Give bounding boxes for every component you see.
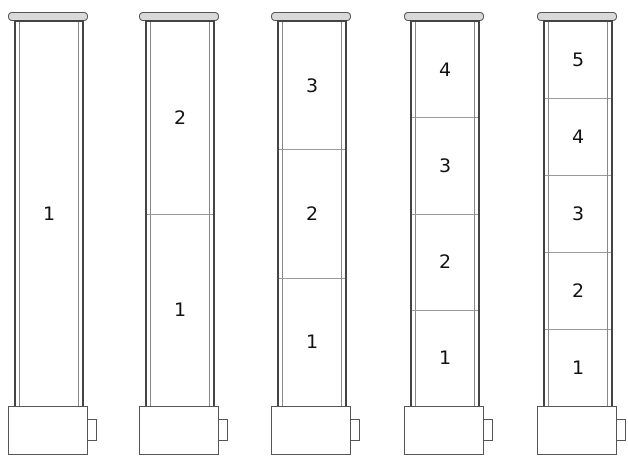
base-knob [351, 419, 360, 441]
column-tube: 1 [14, 20, 84, 408]
segment: 2 [545, 252, 611, 329]
segment-label: 1 [572, 357, 584, 379]
segment-label: 4 [572, 126, 584, 148]
base-knob [219, 419, 228, 441]
column-tube: 3 2 1 [277, 20, 347, 408]
base-knob [617, 419, 626, 441]
base-knob [88, 419, 97, 441]
segment-label: 1 [306, 331, 318, 353]
segment-label: 2 [174, 107, 186, 129]
segment-label: 1 [43, 203, 55, 225]
segment-label: 3 [439, 155, 451, 177]
base-knob [484, 419, 493, 441]
column-tube: 2 1 [145, 20, 215, 408]
segment: 3 [279, 22, 345, 149]
segment-label: 2 [439, 251, 451, 273]
segment-label: 3 [572, 203, 584, 225]
column-tube: 5 4 3 2 1 [543, 20, 613, 408]
segment: 5 [545, 22, 611, 98]
segment-label: 4 [439, 59, 451, 81]
segment: 2 [279, 149, 345, 277]
column-base [537, 406, 617, 455]
segment: 4 [412, 22, 478, 117]
segment: 2 [147, 22, 213, 214]
segment: 3 [412, 117, 478, 213]
column-base [8, 406, 88, 455]
column-base [404, 406, 484, 455]
segment: 1 [279, 278, 345, 406]
segment-label: 1 [439, 347, 451, 369]
segment-label: 2 [306, 203, 318, 225]
column-4: 4 3 2 1 [404, 0, 504, 457]
column-2: 2 1 [139, 0, 239, 457]
segment: 1 [412, 310, 478, 406]
segment: 2 [412, 214, 478, 310]
column-tube: 4 3 2 1 [410, 20, 480, 408]
segment: 1 [545, 329, 611, 406]
segment-label: 3 [306, 75, 318, 97]
segment: 1 [16, 22, 82, 406]
column-1: 1 [8, 0, 108, 457]
segment: 4 [545, 98, 611, 175]
segment-label: 1 [174, 299, 186, 321]
column-base [139, 406, 219, 455]
segment-label: 2 [572, 280, 584, 302]
segment: 1 [147, 214, 213, 407]
column-3: 3 2 1 [271, 0, 371, 457]
segment: 3 [545, 175, 611, 252]
segment-label: 5 [572, 49, 584, 71]
column-base [271, 406, 351, 455]
column-5: 5 4 3 2 1 [537, 0, 628, 457]
